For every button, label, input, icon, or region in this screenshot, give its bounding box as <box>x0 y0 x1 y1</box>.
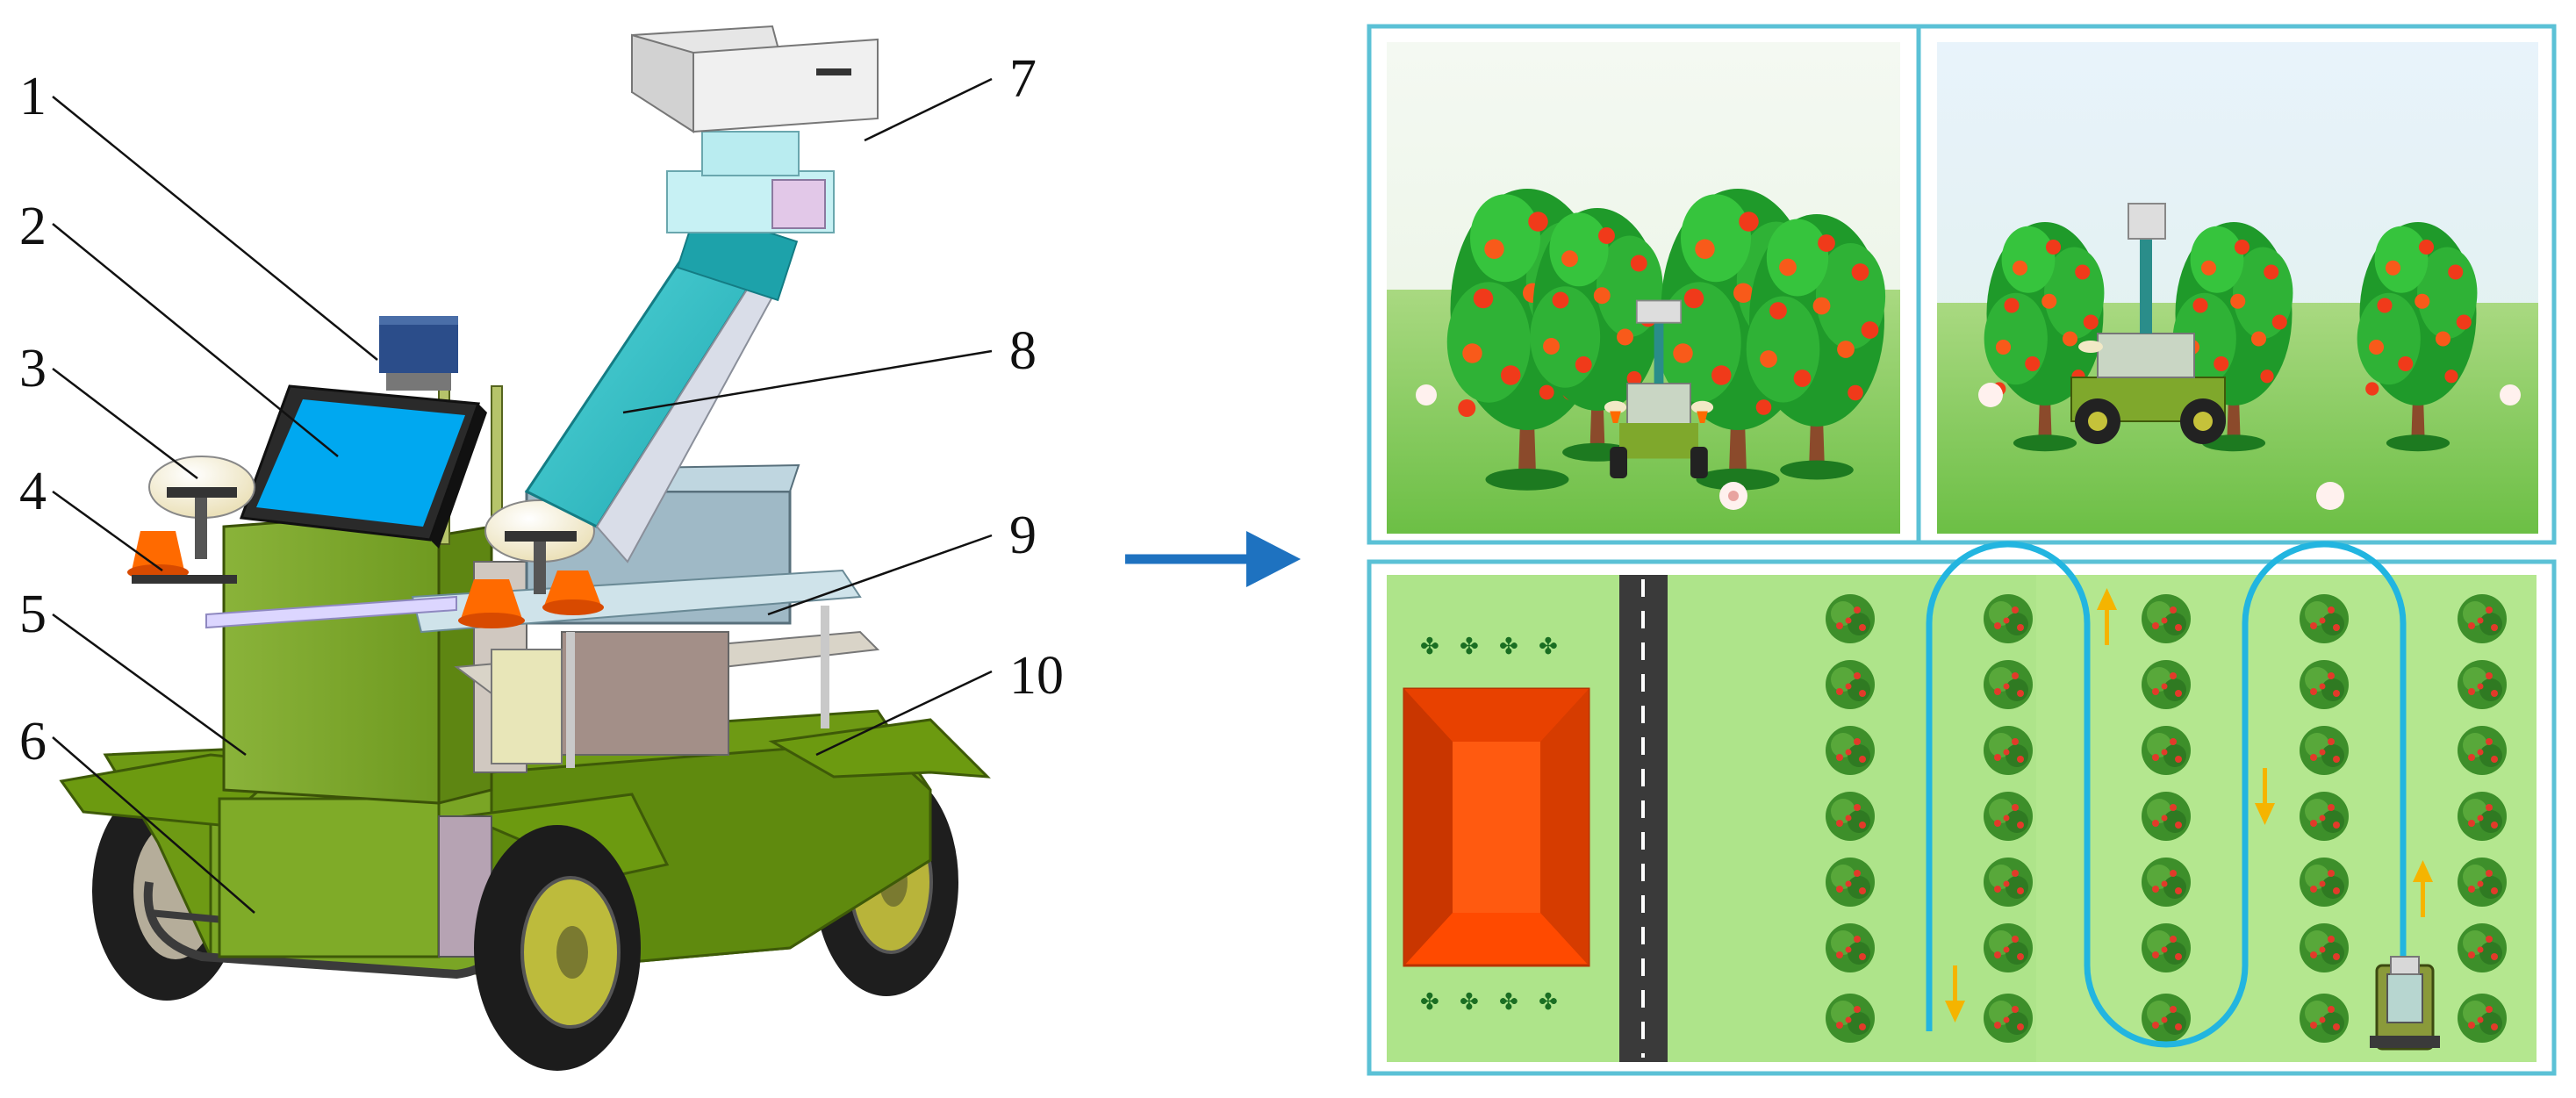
svg-text:✤: ✤ <box>1539 989 1558 1015</box>
svg-text:✤: ✤ <box>1460 634 1479 660</box>
fruit-tree-icon <box>2300 923 2349 972</box>
callout-9: 9 <box>1009 506 1037 565</box>
fruit-tree-icon <box>2300 858 2349 907</box>
svg-text:✤: ✤ <box>1460 989 1479 1015</box>
fruit-tree-icon <box>2458 726 2507 775</box>
robot-top-view-icon <box>2370 956 2440 1051</box>
fruit-tree-icon <box>2300 594 2349 643</box>
fruit-tree-icon <box>2142 792 2191 841</box>
navigation-path-icon <box>1926 541 2407 1048</box>
fruit-tree-icon <box>2300 726 2349 775</box>
front-right-wheel <box>474 825 641 1071</box>
orchard-scene-panel <box>1367 24 2557 545</box>
svg-text:✤: ✤ <box>1499 989 1518 1015</box>
fruit-tree-icon <box>1984 660 2033 709</box>
callout-4: 4 <box>19 462 47 521</box>
fruit-tree-icon <box>1984 994 2033 1043</box>
fruit-tree-icon <box>2142 660 2191 709</box>
callout-labels: 1 2 3 4 5 6 7 8 9 10 <box>19 49 1064 771</box>
robot-side-icon <box>2070 203 2226 444</box>
callout-2: 2 <box>19 197 47 256</box>
callout-lines <box>52 77 993 914</box>
callout-6: 6 <box>19 712 47 771</box>
fruit-tree-icon <box>2300 994 2349 1043</box>
fruit-tree-icon <box>2458 923 2507 972</box>
callout-7: 7 <box>1009 49 1037 109</box>
callout-3: 3 <box>19 339 47 398</box>
fruit-tree-icon <box>1826 660 1875 709</box>
fruit-tree-icon <box>2142 994 2191 1043</box>
callout-8: 8 <box>1009 321 1037 381</box>
fruit-tree-icon <box>1826 792 1875 841</box>
callout-10: 10 <box>1009 646 1064 706</box>
manipulator-arm <box>524 131 835 563</box>
fruit-tree-icon <box>2300 660 2349 709</box>
orchard-top-view-map: ✤ ✤ ✤ ✤ ✤ ✤ ✤ ✤ <box>1367 541 2557 1076</box>
svg-text:✤: ✤ <box>1539 634 1558 660</box>
fruit-tree-icon <box>1984 594 2033 643</box>
fruit-tree-icon <box>1826 726 1875 775</box>
road <box>1619 575 1668 1062</box>
fruit-tree-icon <box>1826 594 1875 643</box>
fruit-tree-icon <box>2458 994 2507 1043</box>
fruit-tree-icon <box>1984 726 2033 775</box>
fruit-tree-icon <box>1826 994 1875 1043</box>
rgb-camera-icon <box>631 25 879 133</box>
fruit-tree-icon <box>2142 858 2191 907</box>
control-cabinet <box>222 512 441 805</box>
fruit-tree-icon <box>2142 594 2191 643</box>
fruit-tree-icon <box>2142 923 2191 972</box>
svg-text:✤: ✤ <box>1499 634 1518 660</box>
fruit-tree-icon <box>1984 792 2033 841</box>
callout-1: 1 <box>19 67 47 126</box>
transition-arrow-icon <box>1125 531 1301 587</box>
fruit-tree-icon <box>1984 923 2033 972</box>
warning-light-icon <box>127 531 604 628</box>
gnss-antenna-icon <box>148 456 595 594</box>
fruit-tree-icon <box>2458 594 2507 643</box>
fruit-tree-icon <box>1826 923 1875 972</box>
fruit-tree-icon <box>2458 858 2507 907</box>
robot-cad-illustration <box>59 25 991 1071</box>
sensor-platform <box>411 569 862 634</box>
direction-arrow-icon <box>1945 588 2433 1023</box>
fruit-tree-icon <box>2300 792 2349 841</box>
orchard-side-view <box>1937 42 2538 534</box>
building-icon <box>1403 687 1590 967</box>
lidar-icon <box>379 316 458 391</box>
fruit-tree-icon <box>2142 726 2191 775</box>
fruit-tree-icon <box>1826 858 1875 907</box>
callout-5: 5 <box>19 585 47 644</box>
svg-text:✤: ✤ <box>1420 989 1439 1015</box>
fruit-tree-icon <box>1984 858 2033 907</box>
fruit-tree-icon <box>2458 792 2507 841</box>
orchard-front-view <box>1387 42 1900 534</box>
svg-text:✤: ✤ <box>1420 634 1439 660</box>
fruit-tree-icon <box>2458 660 2507 709</box>
